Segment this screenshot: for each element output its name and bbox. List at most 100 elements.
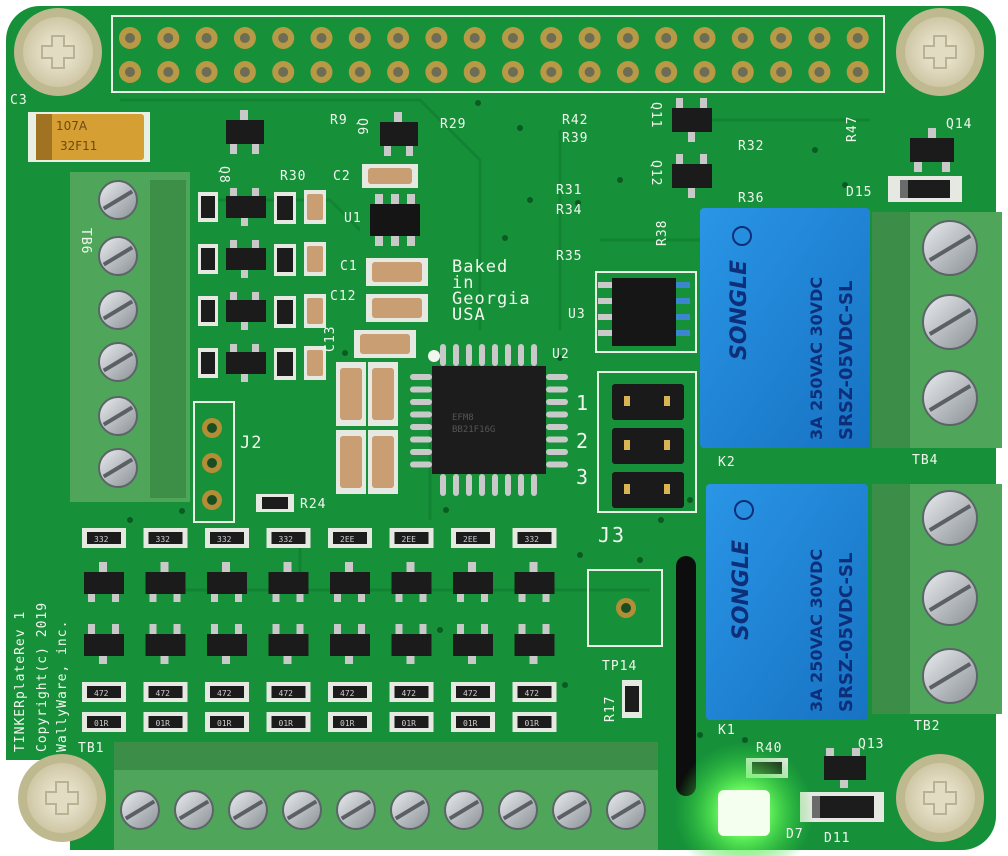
transistor-cluster-left <box>198 188 326 382</box>
resistor-code: 2EE <box>340 535 355 544</box>
resistor-code: 01R <box>340 719 355 728</box>
terminal-screw <box>922 294 978 350</box>
resistor-code: 01R <box>463 719 478 728</box>
label-q11: Q11 <box>648 102 663 128</box>
resistor-code: 472 <box>525 689 540 698</box>
isolation-slot <box>676 556 696 796</box>
label-u1: U1 <box>344 211 362 226</box>
terminal-block-tb6 <box>70 172 190 502</box>
label-j3-pin2: 2 <box>576 429 590 453</box>
svg-text:SONGLE: SONGLE <box>729 540 754 640</box>
terminal-screw <box>498 790 538 830</box>
driver-transistor <box>330 572 370 594</box>
header-j2 <box>193 401 235 523</box>
label-q13: Q13 <box>858 737 884 752</box>
driver-transistor <box>145 572 186 594</box>
label-r30: R30 <box>280 169 306 184</box>
resistor-code: 332 <box>217 535 232 544</box>
label-u3: U3 <box>568 307 586 322</box>
terminal-screw <box>98 290 138 330</box>
driver-transistor <box>84 572 124 594</box>
mosfet <box>226 352 266 374</box>
terminal-screw <box>98 448 138 488</box>
svg-text:107A: 107A <box>56 119 88 133</box>
test-point-tp14 <box>587 569 663 647</box>
terminal-screw <box>282 790 322 830</box>
driver-transistor <box>84 634 124 656</box>
terminal-screw <box>228 790 268 830</box>
jumper-header-j3 <box>597 371 697 513</box>
copyright-text: Copyright(c) 2019 <box>35 602 50 752</box>
label-tb2: TB2 <box>914 719 940 734</box>
relay-k1: SONGLE 3A 250VAC 30VDC SRSZ-05VDC-SL <box>706 484 868 720</box>
label-r29: R29 <box>440 117 466 132</box>
diode-d15 <box>888 176 962 202</box>
mounting-hole-bottom-right <box>896 754 984 842</box>
resistor-code: 472 <box>463 689 478 698</box>
label-d7: D7 <box>786 827 804 842</box>
label-c13: C13 <box>323 326 338 352</box>
label-r39: R39 <box>562 131 588 146</box>
label-q12: Q12 <box>648 160 663 186</box>
driver-transistor <box>453 634 493 656</box>
label-tb6: TB6 <box>78 228 93 254</box>
driver-transistor <box>207 572 247 594</box>
tantalum-capacitor-c3: 107A 32F11 <box>28 112 150 162</box>
label-q6: Q6 <box>354 118 369 136</box>
label-d11: D11 <box>824 831 850 846</box>
terminal-screw <box>922 648 978 704</box>
driver-transistor <box>514 634 555 656</box>
company-text: WallyWare, inc. <box>55 620 70 752</box>
resistor-code: 472 <box>217 689 232 698</box>
label-r47: R47 <box>845 116 860 142</box>
label-k1: K1 <box>718 723 736 738</box>
baked-line-2: in <box>452 273 474 293</box>
resistor-code: 01R <box>525 719 540 728</box>
mounting-hole-top-right <box>896 8 984 96</box>
transistor-q11 <box>672 98 712 142</box>
resistor-code: 01R <box>94 719 109 728</box>
label-r24: R24 <box>300 497 326 512</box>
driver-transistor <box>268 572 309 594</box>
resistor-code: 472 <box>340 689 355 698</box>
label-r35: R35 <box>556 249 582 264</box>
terminal-screw <box>922 490 978 546</box>
board-name-text: TINKERplateRev 1 <box>13 611 28 752</box>
label-q14: Q14 <box>946 117 972 132</box>
chip-u1 <box>370 194 420 246</box>
baked-line-1: Baked <box>452 257 508 277</box>
baked-line-3: Georgia <box>452 289 531 309</box>
resistor-code: 472 <box>156 689 171 698</box>
mosfet <box>226 248 266 270</box>
label-r34: R34 <box>556 203 582 218</box>
label-r9: R9 <box>330 113 348 128</box>
transistor-q13 <box>824 748 866 788</box>
transistor-q12 <box>672 154 712 198</box>
svg-text:SRSZ-05VDC-SL: SRSZ-05VDC-SL <box>836 281 857 440</box>
driver-transistor <box>207 634 247 656</box>
label-q8: Q8 <box>216 166 231 184</box>
relay-k2: SONGLE 3A 250VAC 30VDC SRSZ-05VDC-SL <box>700 208 870 448</box>
gpio-header-pads <box>119 27 869 83</box>
svg-text:BB21F16G: BB21F16G <box>452 425 495 435</box>
terminal-block-tb4 <box>872 212 1002 448</box>
terminal-screw <box>120 790 160 830</box>
mosfet <box>226 300 266 322</box>
label-u2: U2 <box>552 347 570 362</box>
resistor-code: 2EE <box>402 535 417 544</box>
label-j2: J2 <box>240 433 262 453</box>
driver-transistor <box>391 634 432 656</box>
terminal-screw <box>390 790 430 830</box>
driver-transistor <box>145 634 186 656</box>
terminal-screw <box>336 790 376 830</box>
terminal-screw <box>922 220 978 276</box>
resistor-r24 <box>256 494 294 512</box>
svg-text:SRSZ-05VDC-SL: SRSZ-05VDC-SL <box>836 553 857 712</box>
resistor-code: 01R <box>156 719 171 728</box>
chip-u3 <box>595 271 697 353</box>
svg-text:3A 250VAC 30VDC: 3A 250VAC 30VDC <box>807 277 826 440</box>
terminal-block-tb1 <box>114 742 658 850</box>
terminal-screw <box>606 790 646 830</box>
resistor-code: 01R <box>217 719 232 728</box>
